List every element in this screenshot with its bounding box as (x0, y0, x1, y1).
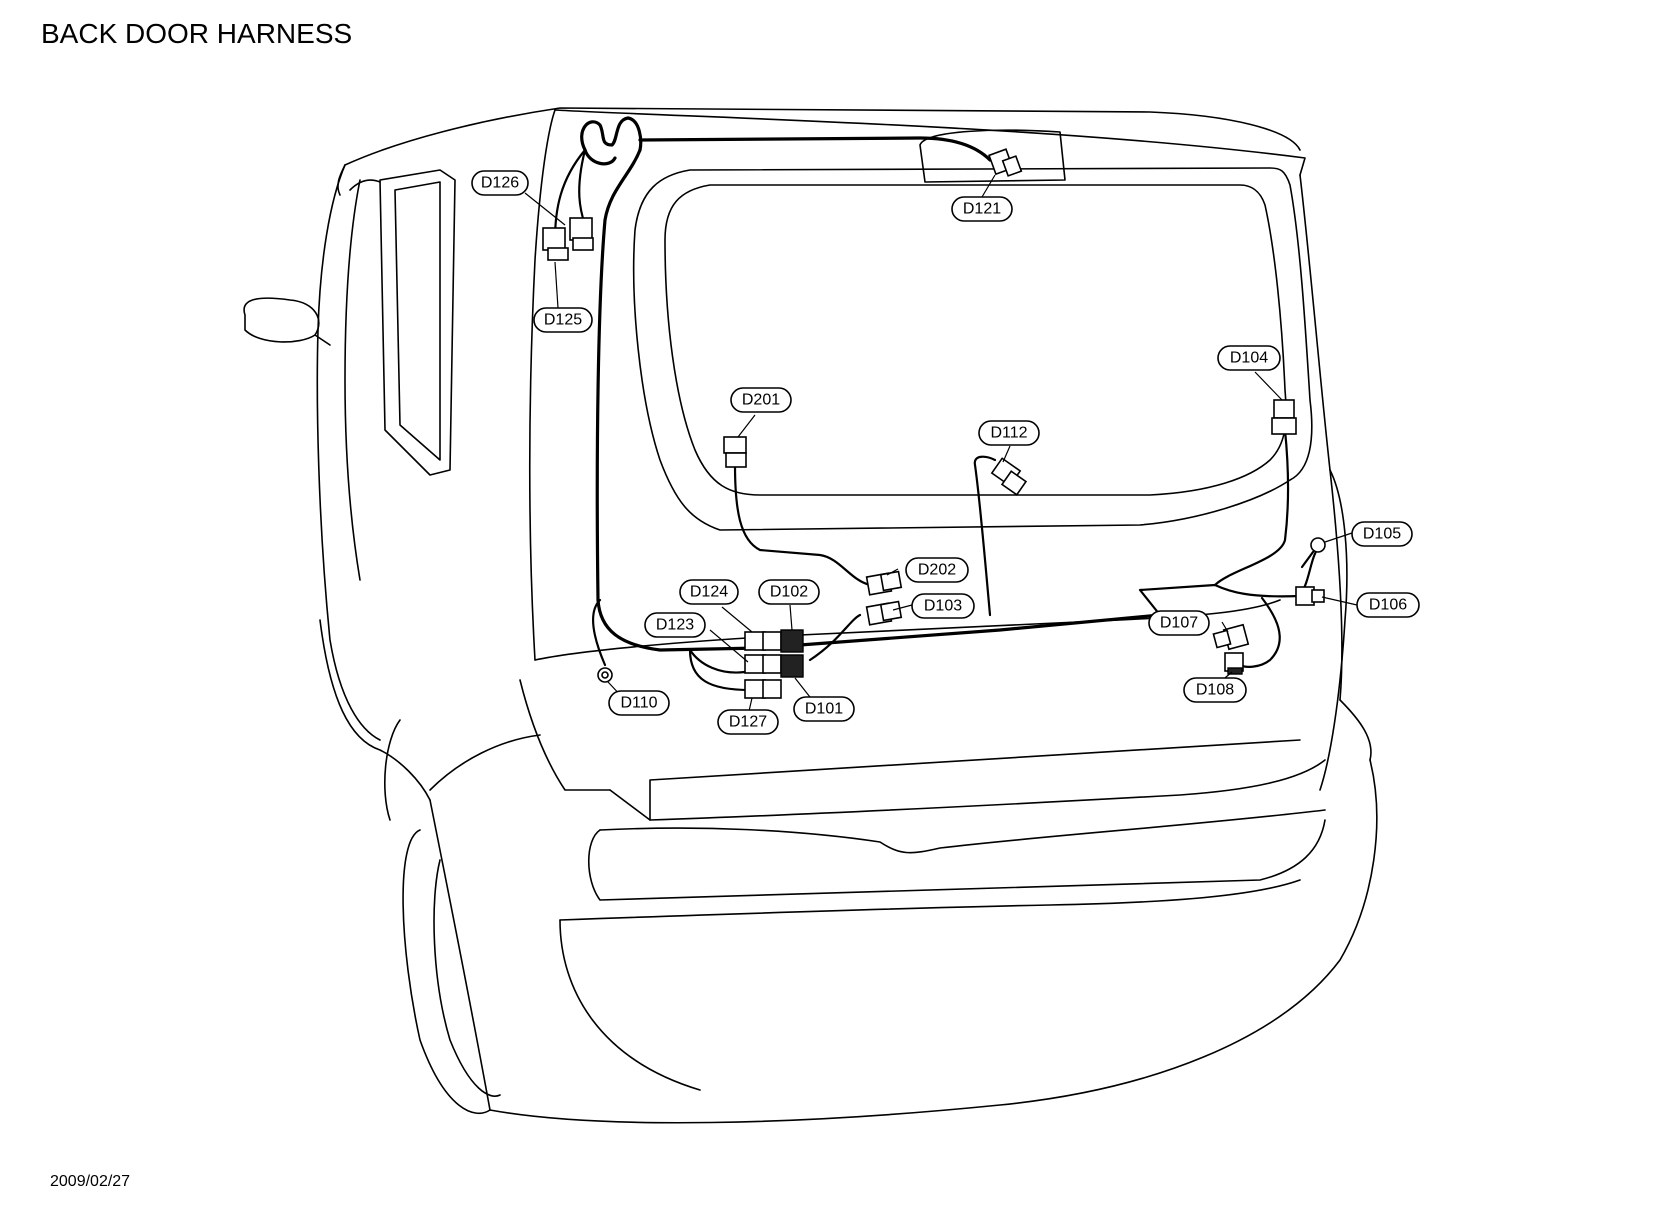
callout-d101-label: D101 (805, 701, 843, 718)
callout-d201: D201 (730, 387, 792, 413)
connector-bodies (542, 148, 1326, 699)
callout-d106-label: D106 (1369, 597, 1407, 614)
diagram-date: 2009/02/27 (50, 1173, 131, 1190)
diagram-title: BACK DOOR HARNESS (41, 18, 353, 49)
callout-d126: D126 (471, 170, 529, 196)
callout-d110: D110 (608, 690, 670, 716)
callout-d103: D103 (911, 593, 975, 619)
callout-d112: D112 (978, 420, 1040, 446)
callout-d202: D202 (905, 557, 969, 583)
callout-d123: D123 (644, 612, 706, 638)
callout-d104: D104 (1217, 345, 1281, 371)
callout-d124-label: D124 (690, 584, 728, 601)
callout-d124: D124 (679, 579, 739, 605)
callout-d103-label: D103 (924, 598, 962, 615)
callout-d201-label: D201 (742, 392, 780, 409)
callout-d123-label: D123 (656, 617, 694, 634)
callout-d104-label: D104 (1230, 350, 1268, 367)
callout-d105-label: D105 (1363, 526, 1401, 543)
callout-d107: D107 (1148, 610, 1210, 636)
callout-d127: D127 (717, 709, 779, 735)
callout-d106: D106 (1356, 592, 1420, 618)
callout-d127-label: D127 (729, 714, 767, 731)
vehicle-body-outline (243, 107, 1378, 1124)
callout-d107-label: D107 (1160, 615, 1198, 632)
callout-d125: D125 (533, 307, 593, 333)
callout-d110-label: D110 (620, 695, 657, 712)
callout-d108-label: D108 (1196, 682, 1234, 699)
callout-d125-label: D125 (544, 312, 582, 329)
callout-d102-label: D102 (770, 584, 808, 601)
main-harness (553, 116, 1320, 692)
callout-d101: D101 (793, 696, 855, 722)
callout-d108: D108 (1183, 677, 1247, 703)
callout-d102: D102 (758, 579, 820, 605)
callout-d126-label: D126 (481, 175, 519, 192)
callout-d112-label: D112 (990, 425, 1027, 442)
callout-d105: D105 (1351, 521, 1413, 547)
callout-d121: D121 (951, 196, 1013, 222)
callout-d202-label: D202 (918, 562, 956, 579)
callout-d121-label: D121 (963, 201, 1001, 218)
